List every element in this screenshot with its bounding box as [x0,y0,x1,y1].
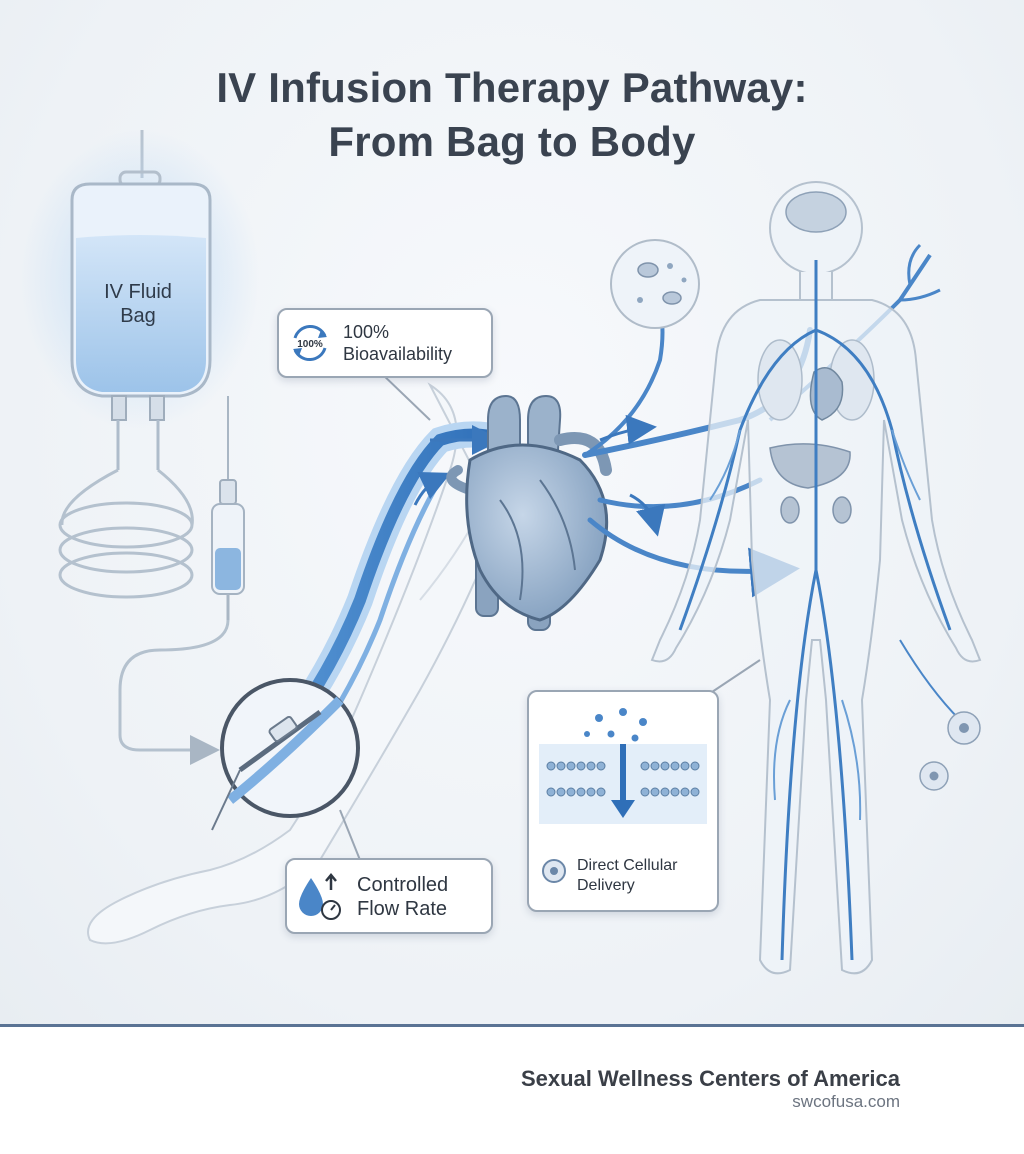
page-title-line-1: IV Infusion Therapy Pathway: [0,64,1024,112]
infographic-canvas: IV Infusion Therapy Pathway: From Bag to… [0,0,1024,1026]
bioavailability-value: 100% [343,321,452,343]
cellular-line-2: Delivery [577,876,677,896]
cell-cluster-icon [611,240,699,328]
flow-rate-line-2: Flow Rate [357,897,448,921]
iv-bag-label: IV Fluid Bag [72,280,204,328]
bioavailability-callout: 100% 100% Bioavailability [277,308,493,378]
cycle-arrows-icon: 100% [287,320,333,366]
footer-divider [0,1024,1024,1027]
flow-rate-callout: Controlled Flow Rate [285,858,493,934]
footer-url: swcofusa.com [792,1092,900,1112]
droplet-gauge-icon [295,870,343,922]
bioavailability-pointer [380,372,430,420]
page-title-line-2: From Bag to Body [0,118,1024,166]
bioavailability-label: Bioavailability [343,343,452,365]
target-cells-icon [900,640,980,790]
flow-rate-line-1: Controlled [357,873,448,897]
flow-rate-pointer [340,810,360,860]
cellular-delivery-callout: Direct Cellular Delivery [527,690,719,912]
cell-membrane-icon [539,704,707,824]
footer-organization: Sexual Wellness Centers of America [521,1066,900,1092]
bioavailability-badge: 100% [297,339,323,350]
cell-icon [541,858,567,884]
cellular-line-1: Direct Cellular [577,856,677,876]
